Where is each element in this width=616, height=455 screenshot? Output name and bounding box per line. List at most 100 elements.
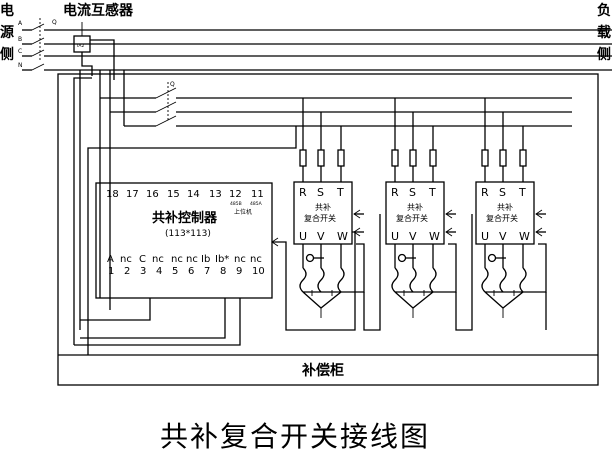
fuse-icon bbox=[519, 149, 527, 167]
svg-text:Q: Q bbox=[52, 19, 57, 26]
svg-text:nc: nc bbox=[152, 254, 164, 265]
switch-output-label: V bbox=[317, 230, 325, 243]
switch-name-line1: 共补 bbox=[497, 202, 513, 212]
reactor-coil-icon bbox=[499, 267, 507, 293]
controller-bottom-labels: A nc C nc nc nc Ib Ib* nc nc bbox=[107, 254, 262, 265]
delta-capacitor-icon bbox=[484, 291, 524, 309]
thermal-sensor-icon bbox=[487, 253, 497, 263]
fuse-icon bbox=[409, 149, 417, 167]
svg-text:Ib*: Ib* bbox=[215, 254, 229, 265]
thermal-sensor-icon bbox=[397, 253, 407, 263]
cabinet-bus bbox=[99, 70, 572, 127]
svg-text:nc: nc bbox=[120, 254, 132, 265]
switch-name-line1: 共补 bbox=[315, 202, 331, 212]
svg-text:nc: nc bbox=[186, 254, 198, 265]
switch-phase-label: T bbox=[336, 186, 344, 199]
switch-output-label: V bbox=[499, 230, 507, 243]
svg-text:17: 17 bbox=[126, 189, 139, 200]
switch-name-line1: 共补 bbox=[407, 202, 423, 212]
svg-text:Q: Q bbox=[170, 81, 175, 88]
switch-name-line2: 复合开关 bbox=[486, 213, 518, 223]
controller-title: 共补控制器 bbox=[152, 210, 218, 226]
svg-text:14: 14 bbox=[187, 189, 200, 200]
compound-switch-box bbox=[475, 181, 535, 245]
load-side-label: 负 载 侧 bbox=[597, 2, 611, 63]
switch-output-label: V bbox=[409, 230, 417, 243]
svg-text:16: 16 bbox=[146, 189, 159, 200]
svg-text:C: C bbox=[139, 254, 146, 265]
svg-text:5: 5 bbox=[172, 266, 178, 277]
svg-text:侧: 侧 bbox=[597, 46, 611, 63]
switch-phase-label: R bbox=[391, 186, 399, 199]
reactor-coil-icon bbox=[409, 267, 417, 293]
switch-phase-label: R bbox=[299, 186, 307, 199]
svg-text:12: 12 bbox=[229, 189, 242, 200]
controller-bottom-terminals: 1 2 3 4 5 6 7 8 9 10 bbox=[108, 266, 265, 277]
fuse-icon bbox=[299, 149, 307, 167]
reactor-coil-icon bbox=[519, 267, 527, 293]
source-side-label: 电 源 侧 bbox=[0, 2, 14, 63]
svg-text:电: 电 bbox=[0, 2, 14, 19]
diagram-title: 共补复合开关接线图 bbox=[160, 420, 430, 453]
controller-box: 18 17 16 15 14 13 12 11 485B 485A 上位机 共补… bbox=[95, 182, 273, 299]
fuse-icon bbox=[391, 149, 399, 167]
switch-phase-label: R bbox=[481, 186, 489, 199]
fuse-icon bbox=[317, 149, 325, 167]
svg-text:4: 4 bbox=[156, 266, 162, 277]
main-bus bbox=[22, 29, 612, 71]
controller-model: (113*113) bbox=[165, 229, 211, 239]
svg-text:侧: 侧 bbox=[0, 46, 14, 63]
fuse-icon bbox=[337, 149, 345, 167]
switch-phase-label: T bbox=[518, 186, 526, 199]
svg-text:A: A bbox=[18, 20, 23, 27]
reactor-coil-icon bbox=[429, 267, 437, 293]
svg-text:N: N bbox=[18, 62, 23, 69]
switch-module-1: R U S V T W 共补复合开关 bbox=[293, 98, 381, 331]
switch-phase-label: S bbox=[317, 186, 324, 199]
svg-text:1: 1 bbox=[108, 266, 114, 277]
port-485b-label: 485B bbox=[230, 201, 242, 207]
reactor-coil-icon bbox=[317, 267, 325, 293]
svg-text:11: 11 bbox=[251, 189, 264, 200]
fuse-icon bbox=[481, 149, 489, 167]
reactor-coil-icon bbox=[481, 267, 489, 293]
current-transformer-label: 电流互感器 bbox=[63, 2, 134, 19]
switch-output-label: W bbox=[337, 230, 348, 243]
svg-text:8: 8 bbox=[220, 266, 226, 277]
switch-output-label: W bbox=[429, 230, 440, 243]
svg-text:载: 载 bbox=[597, 24, 611, 41]
compound-switch-box bbox=[293, 181, 353, 245]
svg-text:6: 6 bbox=[188, 266, 194, 277]
control-signal-arrow-icon bbox=[271, 231, 356, 331]
reactor-coil-icon bbox=[391, 267, 399, 293]
svg-text:nc: nc bbox=[250, 254, 262, 265]
switch-name-line2: 复合开关 bbox=[396, 213, 428, 223]
switch-output-label: U bbox=[299, 230, 307, 243]
switch-phase-label: S bbox=[499, 186, 506, 199]
svg-text:B: B bbox=[18, 36, 22, 43]
svg-text:15: 15 bbox=[167, 189, 180, 200]
thermal-sensor-icon bbox=[305, 253, 315, 263]
compensation-cabinet bbox=[57, 73, 599, 386]
svg-text:TA2: TA2 bbox=[75, 43, 84, 49]
svg-text:7: 7 bbox=[204, 266, 210, 277]
svg-text:10: 10 bbox=[252, 266, 265, 277]
reactor-coil-icon bbox=[299, 267, 307, 293]
cabinet-label: 补偿柜 bbox=[301, 362, 344, 379]
svg-text:Ib: Ib bbox=[201, 254, 210, 265]
delta-capacitor-icon bbox=[302, 291, 342, 309]
svg-text:nc: nc bbox=[234, 254, 246, 265]
cabinet-breaker-icon: Q bbox=[155, 81, 177, 127]
upper-link-label: 上位机 bbox=[234, 208, 252, 216]
svg-text:C: C bbox=[18, 48, 22, 55]
reactor-coil-icon bbox=[337, 267, 345, 293]
switch-name-line2: 复合开关 bbox=[304, 213, 336, 223]
port-485a-label: 485A bbox=[250, 201, 263, 207]
switch-phase-label: T bbox=[428, 186, 436, 199]
fuse-icon bbox=[429, 149, 437, 167]
svg-text:18: 18 bbox=[106, 189, 119, 200]
